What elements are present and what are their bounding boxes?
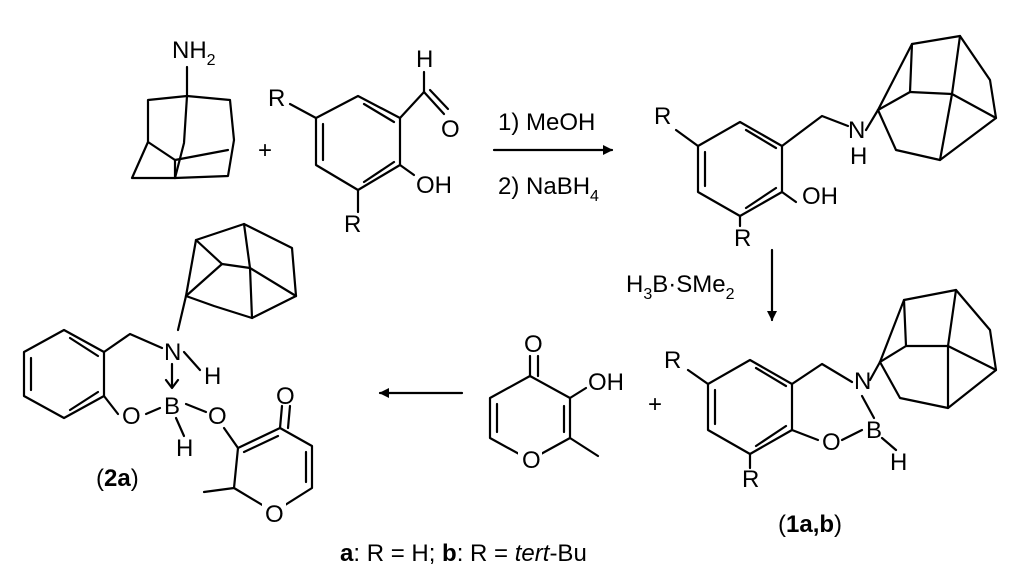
maltol: O OH O: [488, 331, 624, 474]
svg-text:O: O: [265, 501, 284, 528]
compound-2a: N H B O H O O O: [22, 222, 314, 528]
svg-text:O: O: [276, 383, 295, 410]
svg-text:H: H: [176, 435, 193, 462]
reagent-nabh4: 2) NaBH4: [498, 173, 599, 205]
svg-text:H: H: [850, 143, 867, 170]
plus-sign-2: +: [648, 391, 662, 418]
svg-text:N: N: [164, 339, 181, 366]
svg-text:O: O: [441, 116, 460, 143]
svg-text:H: H: [416, 46, 433, 73]
svg-text:N: N: [854, 368, 871, 395]
svg-text:OH: OH: [588, 369, 624, 396]
svg-text:O: O: [522, 447, 541, 474]
svg-text:R: R: [268, 85, 285, 112]
svg-text:H: H: [204, 363, 221, 390]
label-2a: (2a): [96, 465, 139, 492]
reagent-meoh: 1) MeOH: [498, 109, 595, 136]
svg-text:O: O: [524, 331, 543, 358]
substituent-legend: a: R = H; b: R = tert-Bu: [340, 540, 587, 567]
adamantylamine: NH2: [130, 37, 236, 180]
svg-text:B: B: [866, 417, 882, 444]
svg-text:B: B: [164, 393, 180, 420]
svg-text:OH: OH: [416, 172, 452, 199]
label-1ab: (1a,b): [778, 511, 842, 538]
compound-1ab: R R N B H O: [664, 288, 998, 493]
aminophenol-product: R R OH N H: [654, 34, 998, 252]
svg-text:R: R: [664, 347, 681, 374]
svg-text:N: N: [848, 117, 865, 144]
svg-text:R: R: [734, 225, 751, 252]
svg-text:OH: OH: [802, 183, 838, 210]
amine-label: NH2: [172, 37, 216, 69]
reagent-borane: H3B·SMe2: [626, 271, 735, 303]
plus-sign-1: +: [258, 137, 272, 164]
svg-text:H: H: [890, 449, 907, 476]
svg-text:O: O: [208, 403, 227, 430]
svg-text:R: R: [742, 466, 759, 493]
svg-text:R: R: [344, 211, 361, 238]
salicylaldehyde: R R OH H O: [268, 46, 460, 238]
svg-text:R: R: [654, 103, 671, 130]
svg-text:O: O: [122, 403, 141, 430]
svg-text:O: O: [822, 429, 841, 456]
